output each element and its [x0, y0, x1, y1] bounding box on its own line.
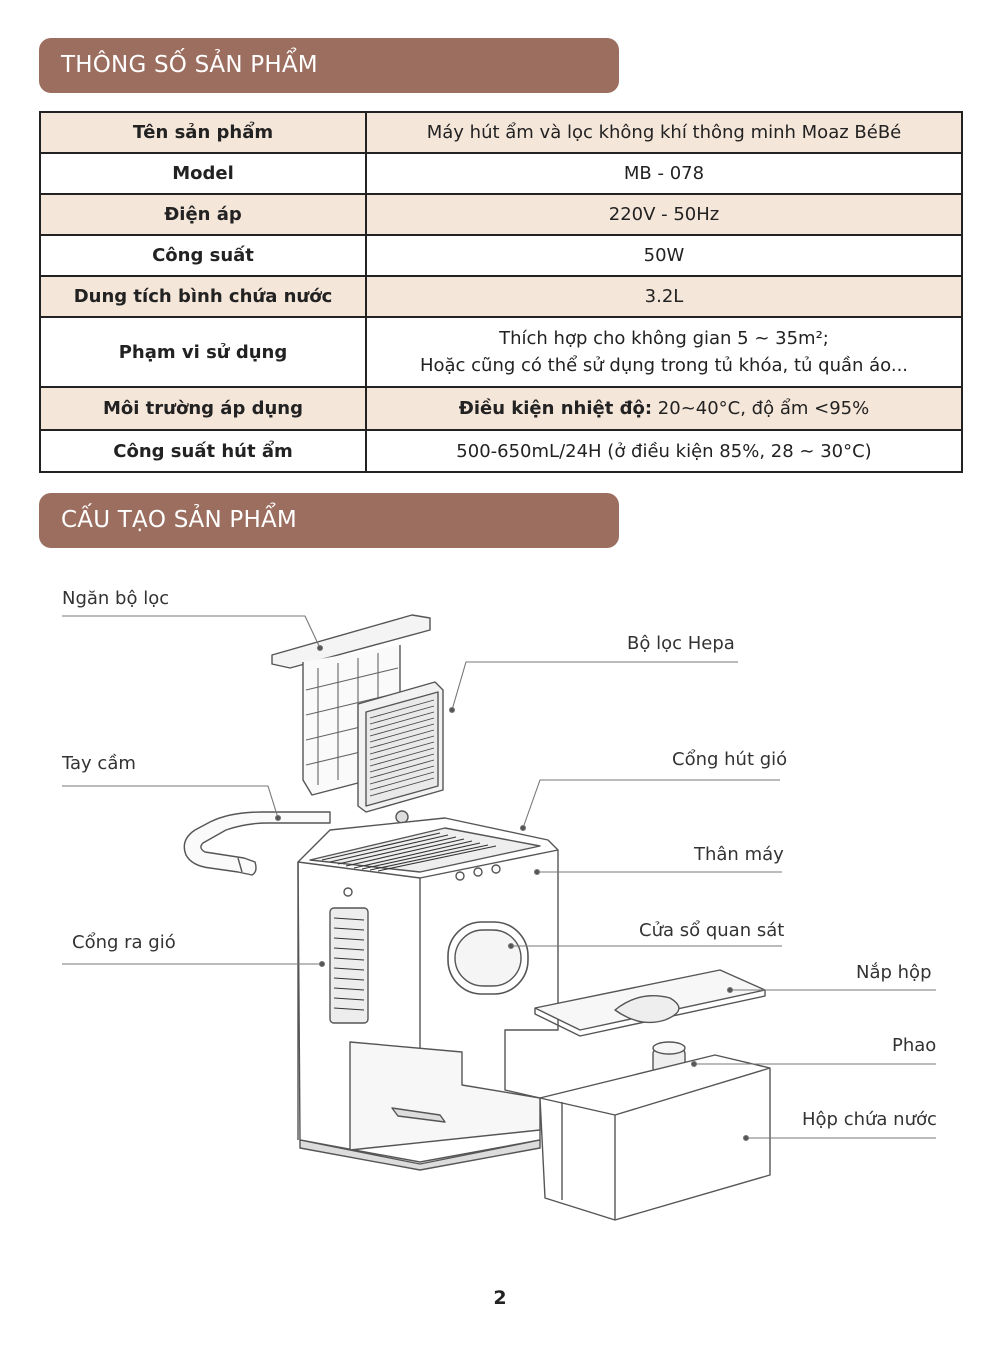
table-row: Tên sản phẩm Máy hút ẩm và lọc không khí…	[39, 111, 963, 154]
table-row: Công suất hút ẩm 500-650mL/24H (ở điều k…	[39, 429, 963, 473]
spec-value-rest: 20~40°C, độ ẩm <95%	[652, 398, 870, 419]
machine-body-illustration	[297, 817, 559, 1171]
callout-handle: Tay cầm	[62, 753, 136, 774]
spec-value: Thích hợp cho không gian 5 ~ 35m²; Hoặc …	[365, 316, 963, 388]
spec-value: 220V - 50Hz	[365, 193, 963, 236]
callout-leader-lines	[62, 615, 936, 1142]
spec-value: Máy hút ẩm và lọc không khí thông minh M…	[365, 111, 963, 154]
callout-hepa-filter: Bộ lọc Hepa	[627, 633, 735, 654]
spec-label: Công suất hút ẩm	[39, 429, 367, 473]
structure-section-title: CẤU TẠO SẢN PHẨM	[39, 493, 619, 548]
spec-label: Phạm vi sử dụng	[39, 316, 367, 388]
table-row: Model MB - 078	[39, 152, 963, 195]
exploded-view-illustration	[62, 614, 936, 1221]
callout-box-lid: Nắp hộp	[856, 962, 932, 983]
spec-label: Dung tích bình chứa nước	[39, 275, 367, 318]
spec-label: Môi trường áp dụng	[39, 386, 367, 431]
spec-label: Điện áp	[39, 193, 367, 236]
spec-value-bold: Điều kiện nhiệt độ:	[458, 398, 653, 419]
spec-label: Tên sản phẩm	[39, 111, 367, 154]
callout-float: Phao	[892, 1035, 937, 1056]
spec-value-line: Hoặc cũng có thể sử dụng trong tủ khóa, …	[419, 355, 909, 376]
specs-section-title: THÔNG SỐ SẢN PHẨM	[39, 38, 619, 93]
spec-label: Model	[39, 152, 367, 195]
spec-value-line: Thích hợp cho không gian 5 ~ 35m²;	[499, 328, 829, 349]
callout-air-intake: Cổng hút gió	[672, 749, 788, 770]
hepa-filter-illustration	[357, 681, 444, 824]
spec-label: Công suất	[39, 234, 367, 277]
spec-value: MB - 078	[365, 152, 963, 195]
table-row: Dung tích bình chứa nước 3.2L	[39, 275, 963, 318]
box-lid-illustration	[534, 969, 766, 1037]
specs-table: Tên sản phẩm Máy hút ẩm và lọc không khí…	[39, 111, 963, 473]
callout-air-outlet: Cổng ra gió	[72, 932, 176, 953]
spec-value: 500-650mL/24H (ở điều kiện 85%, 28 ~ 30°…	[365, 429, 963, 473]
table-row: Điện áp 220V - 50Hz	[39, 193, 963, 236]
water-tank-illustration	[539, 1054, 771, 1221]
callout-body: Thân máy	[694, 844, 784, 865]
product-diagram: Ngăn bộ lọc Bộ lọc Hepa Tay cầm Cổng hút…	[0, 560, 1000, 1240]
handle-illustration	[183, 811, 331, 876]
spec-value: Điều kiện nhiệt độ: 20~40°C, độ ẩm <95%	[365, 386, 963, 431]
spec-value: 50W	[365, 234, 963, 277]
callout-filter-compartment: Ngăn bộ lọc	[62, 588, 170, 609]
table-row: Môi trường áp dụng Điều kiện nhiệt độ: 2…	[39, 386, 963, 431]
table-row: Công suất 50W	[39, 234, 963, 277]
callout-viewing-window: Cửa sổ quan sát	[639, 920, 785, 941]
table-row: Phạm vi sử dụng Thích hợp cho không gian…	[39, 316, 963, 388]
callout-water-tank: Hộp chứa nước	[802, 1109, 937, 1130]
spec-value: 3.2L	[365, 275, 963, 318]
page-number: 2	[493, 1287, 507, 1309]
